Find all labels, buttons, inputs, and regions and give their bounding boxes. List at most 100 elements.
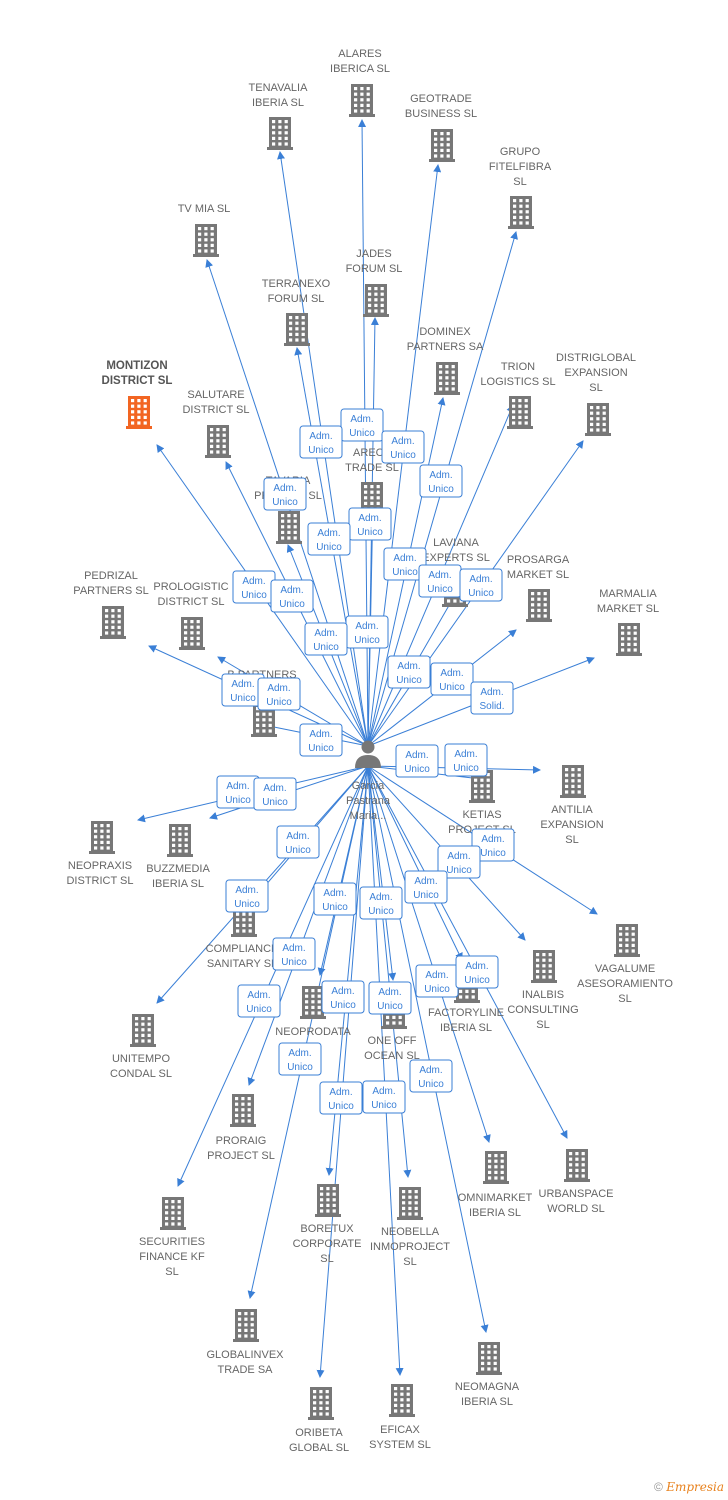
role-badge-text: Unico [234,899,260,910]
role-badge-buzzmedia[interactable]: Adm.Unico [253,777,297,811]
role-badge-marmalia[interactable]: Adm.Solid. [470,681,514,715]
role-badge-boretux[interactable]: Adm.Unico [321,980,365,1014]
role-badge-unitempo[interactable]: Adm. Unico [225,879,269,913]
role-badge-geotrade[interactable]: Adm.Unico [381,430,425,464]
role-badge-text: Adm. [267,683,290,694]
role-badge-tenavalia[interactable]: Adm.Unico [299,425,343,459]
node-terranexo-label-line: TERRANEXO [262,278,331,290]
role-badge-laviana[interactable]: Adm.Unico [387,655,431,689]
role-badge-bpartners[interactable]: Adm.Unico [299,723,343,757]
role-badge-tvmia[interactable]: Adm.Unico [263,477,307,511]
role-badge-oribeta[interactable]: Adm.Unico [319,1081,363,1115]
brand-logo[interactable]: Empresia [666,1480,724,1494]
role-badge-eficax[interactable]: Adm.Unico [362,1080,406,1114]
role-badge-text: Unico [349,428,375,439]
role-badge-alares[interactable]: Adm.Unico [340,408,384,442]
role-badge-urbanspace[interactable]: Adm.Unico [455,955,499,989]
role-badge-text: Unico [308,445,334,456]
role-badge-distriglobal[interactable]: Adm.Unico [459,568,503,602]
inalbis-building-icon [531,950,557,983]
role-badge-neobella[interactable]: Adm.Unico [368,981,412,1015]
role-badge-proraig[interactable]: Adm.Unico [272,937,316,971]
role-badge-text: Unico [428,484,454,495]
role-badge-ketias[interactable]: Adm.Unico [395,744,439,778]
role-badge-text: Adm. [288,1048,311,1059]
role-badge-text: Unico [453,763,479,774]
role-badge-montizon[interactable]: Adm.Unico [232,570,276,604]
role-badge-text: Adm. [286,831,309,842]
role-badge-neoprodata[interactable]: Adm.Unico [313,882,357,916]
role-badge-vagalume[interactable]: Adm.Unico [471,828,515,862]
node-inalbis-label-line: CONSULTING [507,1004,578,1016]
role-badge-securities[interactable]: Adm.Unico [237,984,281,1018]
role-badge-antilia[interactable]: Adm. Unico [444,743,488,777]
role-badge-grupo[interactable]: Adm.Unico [419,464,463,498]
role-badge-prologistic[interactable]: Adm.Unico [257,677,301,711]
role-badge-trion[interactable]: Adm.Unico [418,564,462,598]
role-badge-neopraxis[interactable]: Adm.Unico [216,775,260,809]
role-badge-text: Unico [272,497,298,508]
role-badge-text: Adm. [454,749,477,760]
role-badge-dominex[interactable]: Adm.Unico [383,547,427,581]
role-badge-factoryline[interactable]: Adm.Unico [404,870,448,904]
node-oneoff-label-line: OCEAN SL [364,1050,420,1062]
role-badge-text: Adm. [235,885,258,896]
role-badge-areca[interactable]: Adm.Unico [345,615,389,649]
role-badge-salutare[interactable]: Adm.Unico [270,579,314,613]
role-badge-globalinvex[interactable]: Adm.Unico [278,1042,322,1076]
role-badge-omnimarket[interactable]: Adm.Unico [415,964,459,998]
role-badge-text: Unico [418,1079,444,1090]
role-badge-text: Adm. [465,961,488,972]
distriglobal-building-icon [585,403,611,436]
role-badge-text: Unico [392,567,418,578]
node-ketias[interactable]: KETIASPROJECT SL [448,770,516,836]
role-badge-inalbis[interactable]: Adm.Unico [437,845,481,879]
role-badge-tavaria[interactable]: Adm.Unico [304,622,348,656]
role-badge-oneoff[interactable]: Adm.Unico [359,886,403,920]
role-badge-compliance[interactable]: Adm.Unico [276,825,320,859]
role-badge-text: Unico [281,957,307,968]
role-badge-terranexo[interactable]: Adm.Unico [307,522,351,556]
node-tvmia[interactable]: TV MIA SL [178,203,231,257]
role-badge-jades[interactable]: Adm.Unico [348,507,392,541]
center-person-node[interactable]: GarciaPastranaMaria... [346,740,391,823]
role-badge-prosarga[interactable]: Adm.Unico [430,662,474,696]
node-tvmia-label-line: TV MIA SL [178,203,231,215]
omnimarket-building-icon [483,1151,509,1184]
edge-globalinvex [247,765,369,1299]
role-badge-neomagna[interactable]: Adm.Unico [409,1059,453,1093]
